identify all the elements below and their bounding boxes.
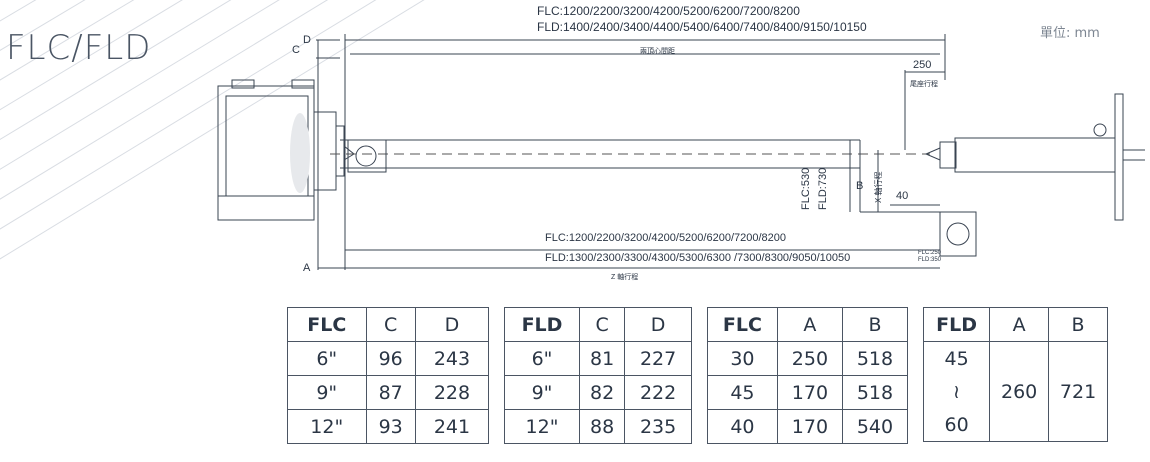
table-header: D: [624, 307, 692, 342]
fld-vertical-dim: FLD:730: [817, 167, 829, 210]
flc-ab-table: FLC A B 30 250 518 45 170 518 40 170 540: [707, 307, 909, 444]
fld-bottom-dim: FLD:1300/2300/3300/4300/5300/6300 /7300/…: [545, 252, 851, 264]
table-cell: 170: [776, 375, 843, 410]
fld-cd-table: FLD C D 6" 81 227 9" 82 222 12" 88 235: [503, 307, 692, 444]
table-row: 60: [922, 408, 1108, 442]
table-cell: 12": [503, 409, 581, 444]
table-cell: 88: [579, 409, 626, 444]
table-cell: 82: [579, 375, 626, 410]
page-title: FLC/FLD: [6, 28, 152, 68]
unit-label: 單位: mm: [1040, 26, 1100, 41]
table-cell: 40: [707, 409, 778, 444]
fld-small-dim: FLD:350: [918, 257, 942, 263]
table-cell: 87: [365, 375, 416, 410]
table-cell: 250: [776, 341, 843, 376]
table-cell: ≀: [922, 375, 991, 408]
table-cell: 30: [707, 341, 778, 376]
d-label: D: [303, 34, 311, 46]
table-cell: 60: [922, 408, 991, 442]
table-header: C: [579, 307, 626, 342]
table-row: 45 170 518: [707, 375, 909, 410]
table-row: 6" 81 227: [503, 341, 692, 376]
flc-vertical-dim: FLC:530: [800, 167, 812, 210]
flc-top-dim: FLC:1200/2200/3200/4200/5200/6200/7200/8…: [537, 4, 800, 18]
flc-cd-table: FLC C D 6" 96 243 9" 87 228 12" 93 241: [287, 307, 490, 444]
fld-top-dim: FLD:1400/2400/3400/4400/5400/6400/7400/8…: [537, 20, 867, 34]
fld-ab-table: FLD A B 45 260 721 ≀ 60: [922, 307, 1108, 442]
c-label: C: [292, 44, 300, 56]
table-row: 9" 87 228: [287, 375, 490, 410]
table-cell: 540: [841, 409, 909, 444]
table-cell: 227: [624, 341, 692, 376]
table-cell: 6": [287, 341, 367, 376]
table-cell: 96: [365, 341, 416, 376]
table-cell: 6": [503, 341, 581, 376]
flc-small-dim: FLC:250: [918, 250, 942, 256]
tail-value: 250: [913, 59, 932, 71]
table-row: 30 250 518: [707, 341, 909, 376]
table-cell: 222: [624, 375, 692, 410]
table-cell: 12": [287, 409, 367, 444]
table-cell: 243: [414, 341, 490, 376]
table-cell: 93: [365, 409, 416, 444]
table-header: FLD: [922, 307, 991, 342]
tail-label: 尾座行程: [910, 81, 938, 88]
table-row: 40 170 540: [707, 409, 909, 444]
table-cell: 228: [414, 375, 490, 410]
table-row: 45 260 721: [922, 341, 1108, 442]
table-row: 6" 96 243: [287, 341, 490, 376]
table-cell: 518: [841, 341, 909, 376]
table-header: B: [1048, 307, 1108, 342]
table-header: B: [841, 307, 909, 342]
table-header: A: [776, 307, 843, 342]
x-axis-label: X 軸行程: [874, 171, 883, 203]
table-cell: 170: [776, 409, 843, 444]
a-label: A: [303, 262, 311, 274]
table-row: ≀: [922, 375, 1108, 408]
table-cell: 45: [707, 375, 778, 410]
table-row: 9" 82 222: [503, 375, 692, 410]
flc-bottom-dim: FLC:1200/2200/3200/4200/5200/6200/7200/8…: [545, 232, 786, 244]
table-header: FLD: [503, 307, 581, 342]
table-header: D: [414, 307, 490, 342]
b-label: B: [856, 180, 864, 192]
table-cell: 9": [287, 375, 367, 410]
table-cell: 9": [503, 375, 581, 410]
table-cell: 518: [841, 375, 909, 410]
table-cell: 260: [989, 341, 1050, 442]
z-axis-label: Z 軸行程: [611, 274, 639, 281]
value-40: 40: [896, 190, 909, 202]
table-row: 12" 93 241: [287, 409, 490, 444]
table-header: FLC: [707, 307, 778, 342]
table-cell: 45: [922, 341, 991, 375]
table-cell: 721: [1048, 341, 1108, 442]
center-distance-label: 兩頂心間距: [640, 48, 675, 55]
table-cell: 81: [579, 341, 626, 376]
table-cell: 241: [414, 409, 490, 444]
table-header: A: [989, 307, 1050, 342]
table-header: C: [365, 307, 416, 342]
table-row: 12" 88 235: [503, 409, 692, 444]
machine-drawing: [217, 34, 1145, 270]
table-cell: 235: [624, 409, 692, 444]
table-header: FLC: [287, 307, 367, 342]
